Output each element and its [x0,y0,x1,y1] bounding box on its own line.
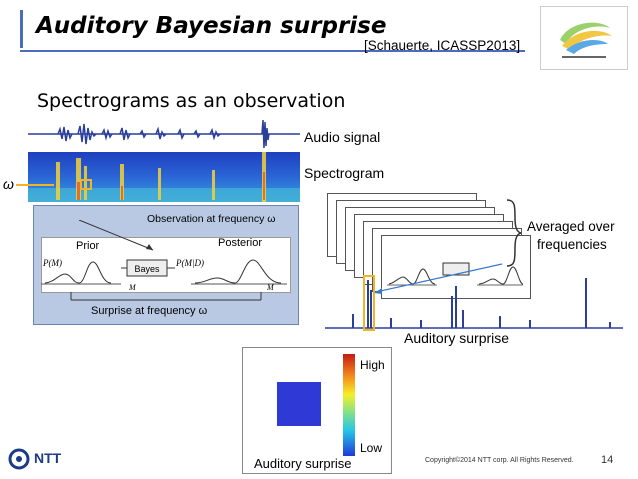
audio-signal-label: Audio signal [304,129,381,145]
slide-title: Auditory Bayesian surprise [36,13,387,39]
posterior-label: Posterior [218,237,263,249]
m-axis-label-2: M [266,283,275,292]
omega-pointer-line [16,184,54,186]
page-number: 14 [601,454,614,466]
spectrogram-image [28,152,300,202]
title-accent [20,10,23,48]
prior-formula: P(M) [42,258,62,268]
colorbar-caption: Auditory surprise [254,456,352,471]
front-card-diagram [387,262,524,286]
surprise-arrow [70,292,262,301]
averaged-label-line1: Averaged over [527,219,615,234]
brace-icon [506,199,522,267]
surprise-map-square [277,382,321,426]
surprise-at-freq-label: Surprise at frequency ω [91,305,208,317]
prior-label: Prior [76,240,100,252]
copyright: Copyright©2014 NTT corp. All Rights Rese… [425,457,574,464]
section-subtitle: Spectrograms as an observation [37,90,346,112]
bayes-node-label: Bayes [134,264,160,274]
audio-waveform [28,119,300,149]
title-bar [20,8,525,52]
colorbar [343,354,355,456]
posterior-formula: P(M|D) [175,258,204,268]
connector-arrow [374,263,503,294]
bayes-update-diagram: Bayes P(M) P(M|D) M M [41,220,287,292]
ntt-logo-icon [8,448,30,470]
colorbar-low-label: Low [360,441,383,455]
auditory-surprise-label: Auditory surprise [404,330,510,346]
ntt-brand: NTT [34,450,62,466]
colorbar-high-label: High [360,358,385,372]
auditory-surprise-plot [325,275,623,331]
citation: [Schauerte, ICASSP2013] [364,38,521,53]
omega-symbol: ω [3,176,14,192]
observation-label: Observation at frequency ω [147,213,276,225]
logo-icon [540,6,628,70]
spectrogram-label: Spectrogram [304,165,385,181]
averaged-label-line2: frequencies [537,237,607,252]
m-axis-label-1: M [128,283,137,292]
